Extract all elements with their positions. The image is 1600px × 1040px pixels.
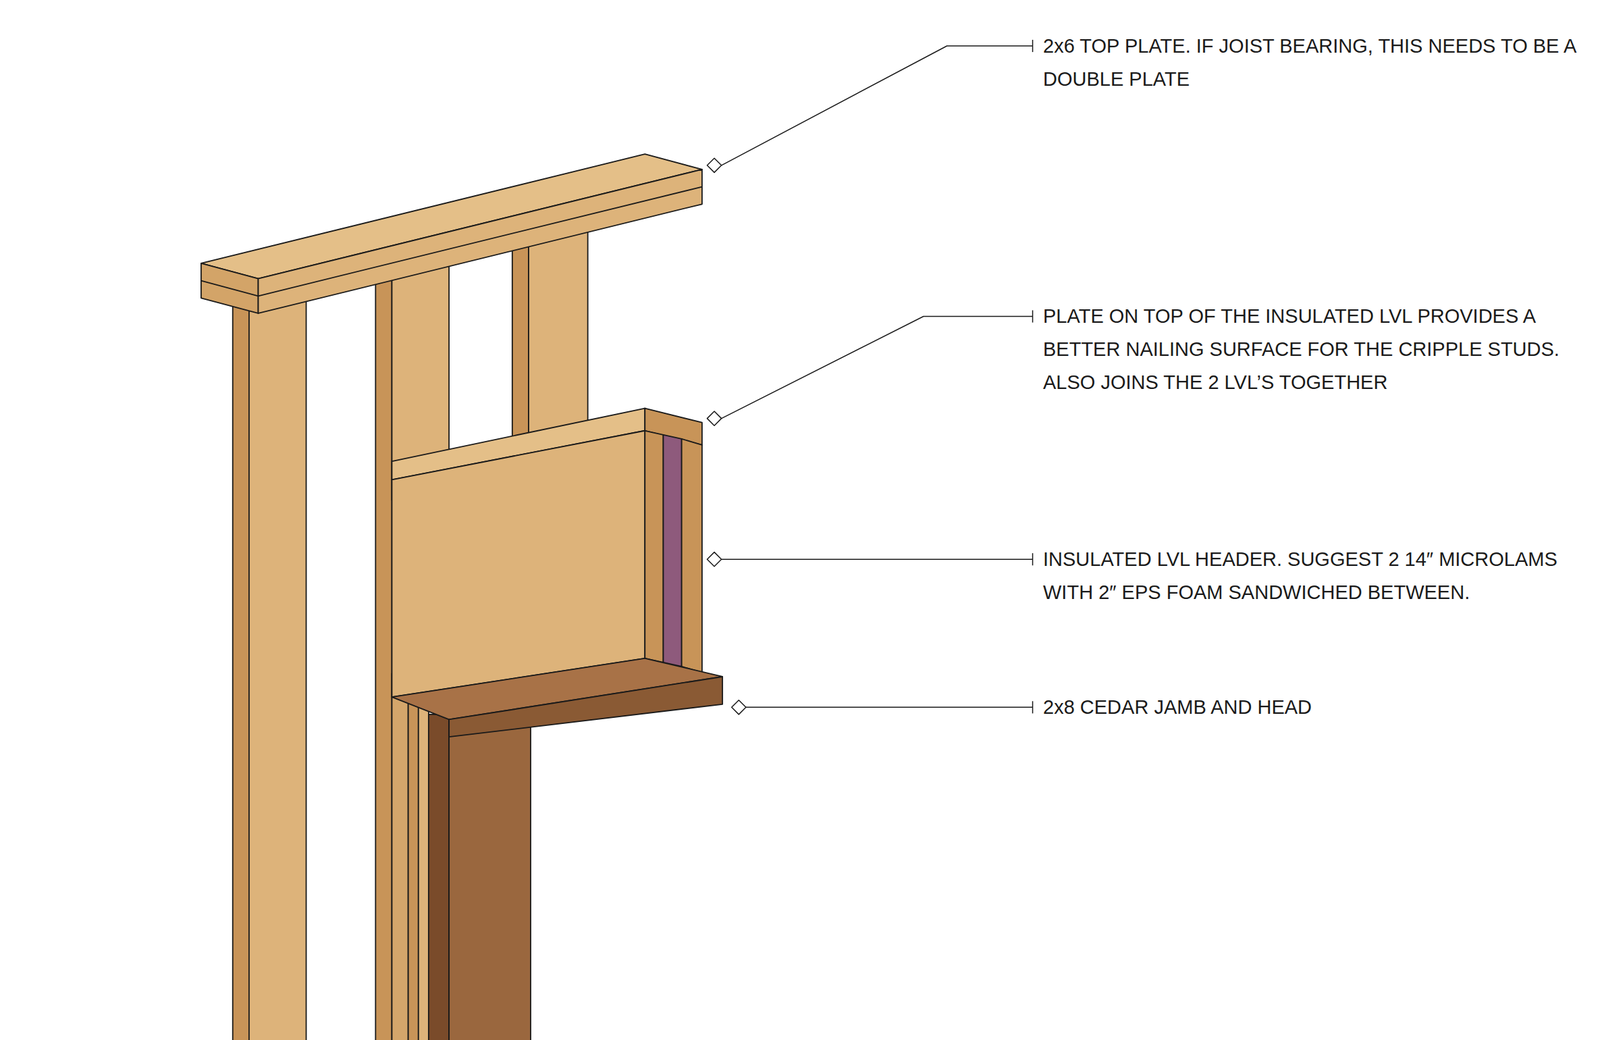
plate-end [201, 263, 259, 314]
callout-text: PLATE ON TOP OF THE INSULATED LVL PROVID… [1043, 299, 1584, 399]
leader-diamond [731, 700, 746, 715]
top-plate [201, 153, 703, 314]
jack-stud [408, 673, 419, 1040]
lvl-end [681, 438, 703, 673]
leader-line [721, 315, 1033, 418]
leader-line [745, 706, 1033, 709]
leader-line [721, 45, 1033, 166]
plate-joint [201, 280, 259, 297]
lvl-header [391, 430, 702, 697]
callout-text: 2x8 CEDAR JAMB AND HEAD [1043, 690, 1584, 724]
head-face [448, 676, 723, 737]
stud-face [249, 275, 307, 1040]
stud [232, 275, 307, 1040]
stud-side [375, 245, 392, 1040]
callout-text: INSULATED LVL HEADER. SUGGEST 2 14″ MICR… [1043, 542, 1584, 609]
leader-tick [1032, 39, 1034, 52]
leader-lines [721, 39, 1033, 713]
leader-diamond [706, 157, 722, 173]
leader-tick [1032, 552, 1034, 566]
stud-side [232, 275, 250, 1040]
leader-diamond [706, 552, 722, 567]
eps-foam [662, 434, 682, 667]
jamb-face [448, 714, 531, 1040]
leader-tick [1032, 309, 1034, 323]
leader-diamond [706, 411, 722, 426]
callout-text: 2x6 TOP PLATE. IF JOIST BEARING, THIS NE… [1043, 29, 1584, 96]
leader-diamonds [706, 157, 746, 715]
stud-side [512, 219, 529, 455]
plate-joint [258, 187, 703, 297]
jack-stud [391, 673, 408, 1040]
cedar-jamb [391, 658, 723, 1040]
cripple-stud [512, 219, 589, 455]
jamb-side [428, 714, 449, 1040]
leader-line [721, 558, 1033, 560]
jack-stud [418, 673, 429, 1040]
leader-tick [1032, 700, 1034, 713]
lvl-end [644, 430, 663, 663]
lvl-face [391, 430, 645, 697]
stud-face [528, 219, 589, 455]
plate-face [258, 169, 703, 314]
